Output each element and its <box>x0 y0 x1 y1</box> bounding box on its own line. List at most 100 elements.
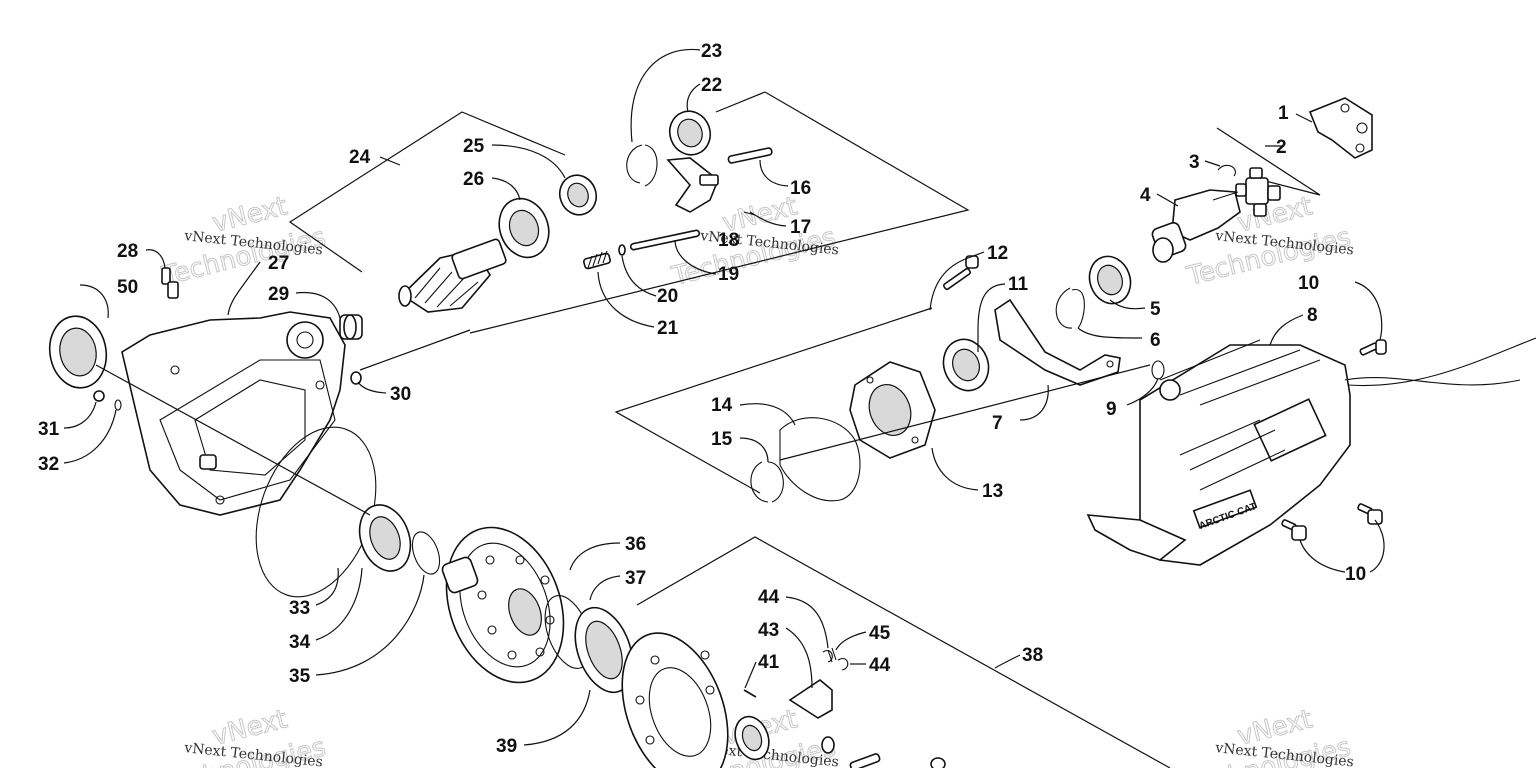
callout-38: 38 <box>1022 645 1043 666</box>
bracket-24-left <box>288 111 566 273</box>
part-transmission-housing: ARCTIC CAT <box>1086 337 1536 566</box>
part-output-yoke <box>1151 189 1241 263</box>
callout-34: 34 <box>289 632 311 653</box>
part-seal-5 <box>1088 255 1132 305</box>
axis-line-upper <box>359 329 471 371</box>
leader-20 <box>621 255 657 297</box>
leader-25 <box>491 144 566 179</box>
part-o-ring-9 <box>1151 360 1165 380</box>
leader-26 <box>491 177 521 201</box>
callout-4: 4 <box>1140 185 1151 206</box>
callout-9: 9 <box>1106 399 1117 420</box>
part-bearing-34 <box>358 504 412 572</box>
part-fitting-28 <box>161 267 179 299</box>
leader-14 <box>739 403 796 426</box>
part-bolt-10-left <box>1281 519 1307 541</box>
part-ring-gear-36 <box>441 526 565 684</box>
callout-45: 45 <box>869 623 891 644</box>
callout-16: 16 <box>790 178 811 199</box>
leader-44-top <box>785 596 829 649</box>
callout-20: 20 <box>657 286 678 307</box>
part-gasket-14 <box>779 417 861 502</box>
part-bearing-22 <box>668 110 712 156</box>
part-spring-45 <box>827 647 837 663</box>
part-snap-ring-6 <box>1055 287 1085 329</box>
callout-26: 26 <box>463 169 484 190</box>
leader-10-bottom-b <box>1369 519 1385 573</box>
leader-36 <box>569 542 621 571</box>
part-bearing-26 <box>498 197 550 259</box>
callout-28: 28 <box>117 241 138 262</box>
callout-35: 35 <box>289 666 311 687</box>
callout-23: 23 <box>701 41 722 62</box>
leader-11 <box>977 283 1006 352</box>
leader-4 <box>1156 193 1179 207</box>
leader-9 <box>1126 377 1159 406</box>
callout-18: 18 <box>718 230 739 251</box>
part-plug-31 <box>93 390 105 402</box>
part-collar-plate <box>621 632 729 768</box>
leader-23 <box>630 48 701 143</box>
part-clip-20 <box>618 244 626 256</box>
callout-7: 7 <box>992 413 1003 434</box>
leader-15 <box>739 437 769 463</box>
leader-17 <box>749 211 787 227</box>
leader-8 <box>1269 314 1304 346</box>
part-u-joint-cross <box>1235 167 1281 217</box>
callout-8: 8 <box>1307 305 1318 326</box>
part-spring-21 <box>583 250 611 270</box>
part-needle-bearing-29 <box>339 314 363 340</box>
leader-7 <box>1019 384 1049 421</box>
leader-5 <box>1109 299 1146 310</box>
watermark-6: vNext Technologies vNext Technologies <box>1183 704 1355 768</box>
part-o-ring-30 <box>350 371 362 385</box>
part-bracket-7 <box>994 298 1121 386</box>
callout-22: 22 <box>701 75 722 96</box>
leader-37 <box>589 575 621 601</box>
callout-24: 24 <box>349 147 371 168</box>
part-snap-ring-23 <box>626 144 658 187</box>
watermark-1: vNext Technologies vNext Technologies <box>158 191 329 293</box>
bracket-13 <box>614 307 933 494</box>
part-coupler <box>734 715 770 761</box>
leader-43 <box>785 627 813 689</box>
part-shim-35 <box>411 531 441 575</box>
group-brackets <box>288 91 1321 768</box>
part-spring-44b <box>837 658 849 671</box>
part-bearing-housing <box>849 361 936 459</box>
bracket-24-right <box>469 91 970 334</box>
callout-31: 31 <box>38 419 60 440</box>
leader-50 <box>79 284 109 319</box>
parts: ARCTIC CAT <box>48 97 1536 768</box>
callout-2: 2 <box>1276 137 1287 158</box>
callout-10-top: 10 <box>1298 273 1319 294</box>
part-gear-case <box>121 311 346 516</box>
leader-24 <box>379 156 401 166</box>
axis-line-right <box>779 364 1151 461</box>
callout-41: 41 <box>758 652 780 673</box>
leader-13 <box>931 447 979 491</box>
part-end-cap <box>930 757 946 768</box>
leader-39 <box>523 689 591 746</box>
leader-30 <box>357 381 387 394</box>
part-bolt-10-top <box>1359 339 1387 356</box>
callout-43: 43 <box>758 620 779 641</box>
leader-19 <box>674 239 717 275</box>
part-snap-ring-15 <box>750 461 784 503</box>
part-bushing <box>821 736 835 754</box>
callout-44-right: 44 <box>869 655 891 676</box>
part-shift-fork <box>666 157 756 216</box>
leader-41 <box>744 661 757 689</box>
part-clip <box>1217 164 1236 177</box>
callout-37: 37 <box>625 568 646 589</box>
callout-11: 11 <box>1008 274 1029 295</box>
part-pin-41 <box>743 689 757 698</box>
callout-30: 30 <box>390 384 411 405</box>
callout-12: 12 <box>987 243 1008 264</box>
leader-27 <box>227 261 261 316</box>
part-seal-50 <box>48 315 108 389</box>
part-washer-32 <box>114 399 122 411</box>
callout-15: 15 <box>711 429 733 450</box>
part-shaft-19 <box>629 229 701 251</box>
part-bearing-25 <box>558 174 598 216</box>
